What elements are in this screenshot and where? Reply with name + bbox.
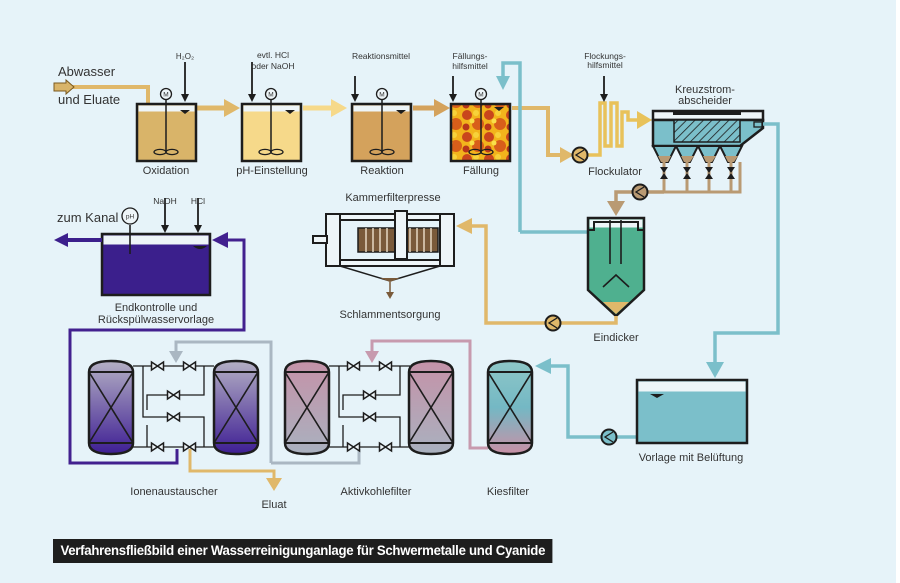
valve-icon[interactable]: [150, 360, 159, 372]
valve-icon[interactable]: [188, 441, 197, 453]
valve-icon[interactable]: [166, 389, 175, 401]
motor-label: M: [163, 92, 168, 99]
label-reaction: Reaktion: [360, 165, 403, 177]
label-flocculator: Flockulator: [588, 166, 642, 178]
grey-line: [169, 340, 361, 465]
valve-icon[interactable]: [368, 389, 377, 401]
label-eluate: Eluat: [261, 499, 286, 511]
label-precip-aid-2: hilfsmittel: [452, 61, 488, 71]
labels: Abwasser und Eluate H₂O₂ evtl. HCl oder …: [57, 50, 743, 511]
label-precipitation: Fällung: [463, 165, 499, 177]
motor-icon: [264, 87, 278, 101]
crossflow-separator[interactable]: [651, 109, 765, 163]
filter-press[interactable]: [312, 210, 455, 299]
valve-icon[interactable]: [368, 411, 377, 423]
activated-carbon-column-2[interactable]: [407, 359, 455, 456]
figure-caption: Verfahrensfließbild einer Wasserreinigun…: [53, 539, 553, 563]
ion-exchanger-column-2[interactable]: [212, 359, 260, 456]
ion-exchange-return-line: [68, 232, 246, 465]
tank-ph-adjust[interactable]: [240, 87, 303, 163]
valve-icon[interactable]: [384, 360, 393, 372]
thickener-sludge-line: [456, 218, 618, 325]
thickener[interactable]: [586, 216, 646, 318]
label-sludge-disposal: Schlammentsorgung: [340, 309, 441, 321]
valve-icon[interactable]: [352, 360, 361, 372]
outlet-arrow-icon: [54, 233, 68, 247]
label-ph-adjust: pH-Einstellung: [236, 165, 308, 177]
label-wastewater-1: Abwasser: [58, 64, 116, 79]
valve-icon[interactable]: [352, 441, 361, 453]
feed-pipes: [53, 61, 652, 232]
label-ph-chem-1: evtl. HCl: [257, 50, 289, 60]
eluate-line: [188, 449, 282, 491]
valve-icon[interactable]: [384, 441, 393, 453]
tank-oxidation[interactable]: [135, 87, 198, 163]
aerated-to-kies-line: [535, 358, 636, 439]
label-filter-press: Kammerfilterpresse: [345, 192, 440, 204]
gravel-filter-column[interactable]: [486, 359, 534, 456]
tank-precipitation[interactable]: [449, 87, 512, 163]
label-crossflow-2: abscheider: [678, 95, 732, 107]
valve-icon[interactable]: [166, 411, 175, 423]
label-to-sewer: zum Kanal: [57, 210, 119, 225]
valve-icon[interactable]: [172, 389, 181, 401]
ph-sensor-icon: [121, 207, 139, 225]
label-aerated-tank: Vorlage mit Belüftung: [639, 452, 744, 464]
label-gravel-filter: Kiesfilter: [487, 486, 530, 498]
valve-icon[interactable]: [156, 360, 165, 372]
label-hcl: HCl: [191, 196, 205, 206]
label-reagent: Reaktionsmittel: [352, 51, 410, 61]
motor-label: M: [379, 92, 384, 99]
label-floc-aid-2: hilfsmittel: [587, 60, 623, 70]
valve-icon[interactable]: [182, 360, 191, 372]
outlet-to-sewer: [54, 233, 102, 247]
valve-icon[interactable]: [362, 411, 371, 423]
final-control-tank[interactable]: [100, 207, 212, 297]
aerated-tank[interactable]: [635, 378, 749, 445]
arrow-down-icon: [386, 292, 394, 299]
label-floc-aid-1: Flockungs-: [584, 51, 626, 61]
valve-icon[interactable]: [378, 441, 387, 453]
label-ph-chem-2: oder NaOH: [252, 61, 295, 71]
motor-label: M: [478, 92, 483, 99]
ph-sensor-label: pH: [126, 214, 135, 221]
label-naoh: NaOH: [153, 196, 177, 206]
pump-aerated-tank[interactable]: [600, 428, 618, 446]
separator-sludge-line: [607, 162, 742, 216]
motor-label: M: [268, 92, 273, 99]
ion-exchanger-column-1[interactable]: [87, 359, 135, 456]
reagent-arrows: [161, 62, 608, 233]
valve-icon[interactable]: [172, 411, 181, 423]
activated-carbon-column-1[interactable]: [283, 359, 331, 456]
label-precip-aid-1: Fällungs-: [453, 51, 488, 61]
motor-icon: [474, 87, 488, 101]
label-thickener: Eindicker: [593, 332, 639, 344]
label-activated-carbon: Aktivkohlefilter: [341, 486, 412, 498]
valve-icon[interactable]: [188, 360, 197, 372]
valve-icon[interactable]: [150, 441, 159, 453]
motor-icon: [375, 87, 389, 101]
clear-water-line: [520, 122, 780, 378]
pump-sludge[interactable]: [631, 183, 649, 201]
label-wastewater-2: und Eluate: [58, 92, 120, 107]
label-oxidation: Oxidation: [143, 165, 189, 177]
valve-icon[interactable]: [182, 441, 191, 453]
pump-flocculator[interactable]: [571, 146, 589, 164]
pump-thickener[interactable]: [544, 314, 562, 332]
motor-icon: [159, 87, 173, 101]
label-crossflow-1: Kreuzstrom-: [675, 84, 735, 96]
valve-icon[interactable]: [378, 360, 387, 372]
valve-icon[interactable]: [346, 441, 355, 453]
valve-icon[interactable]: [346, 360, 355, 372]
label-final-control-1: Endkontrolle und: [115, 302, 198, 314]
label-h2o2: H₂O₂: [176, 52, 194, 61]
tank-reaction[interactable]: [350, 87, 413, 163]
label-final-control-2: Rückspülwasservorlage: [98, 314, 214, 326]
label-ion-exchanger: Ionenaustauscher: [130, 486, 218, 498]
page-edge: [896, 0, 900, 583]
inlet-arrow-icon: [53, 78, 75, 96]
valve-icon[interactable]: [362, 389, 371, 401]
pink-line: [365, 339, 488, 450]
valve-icon[interactable]: [156, 441, 165, 453]
